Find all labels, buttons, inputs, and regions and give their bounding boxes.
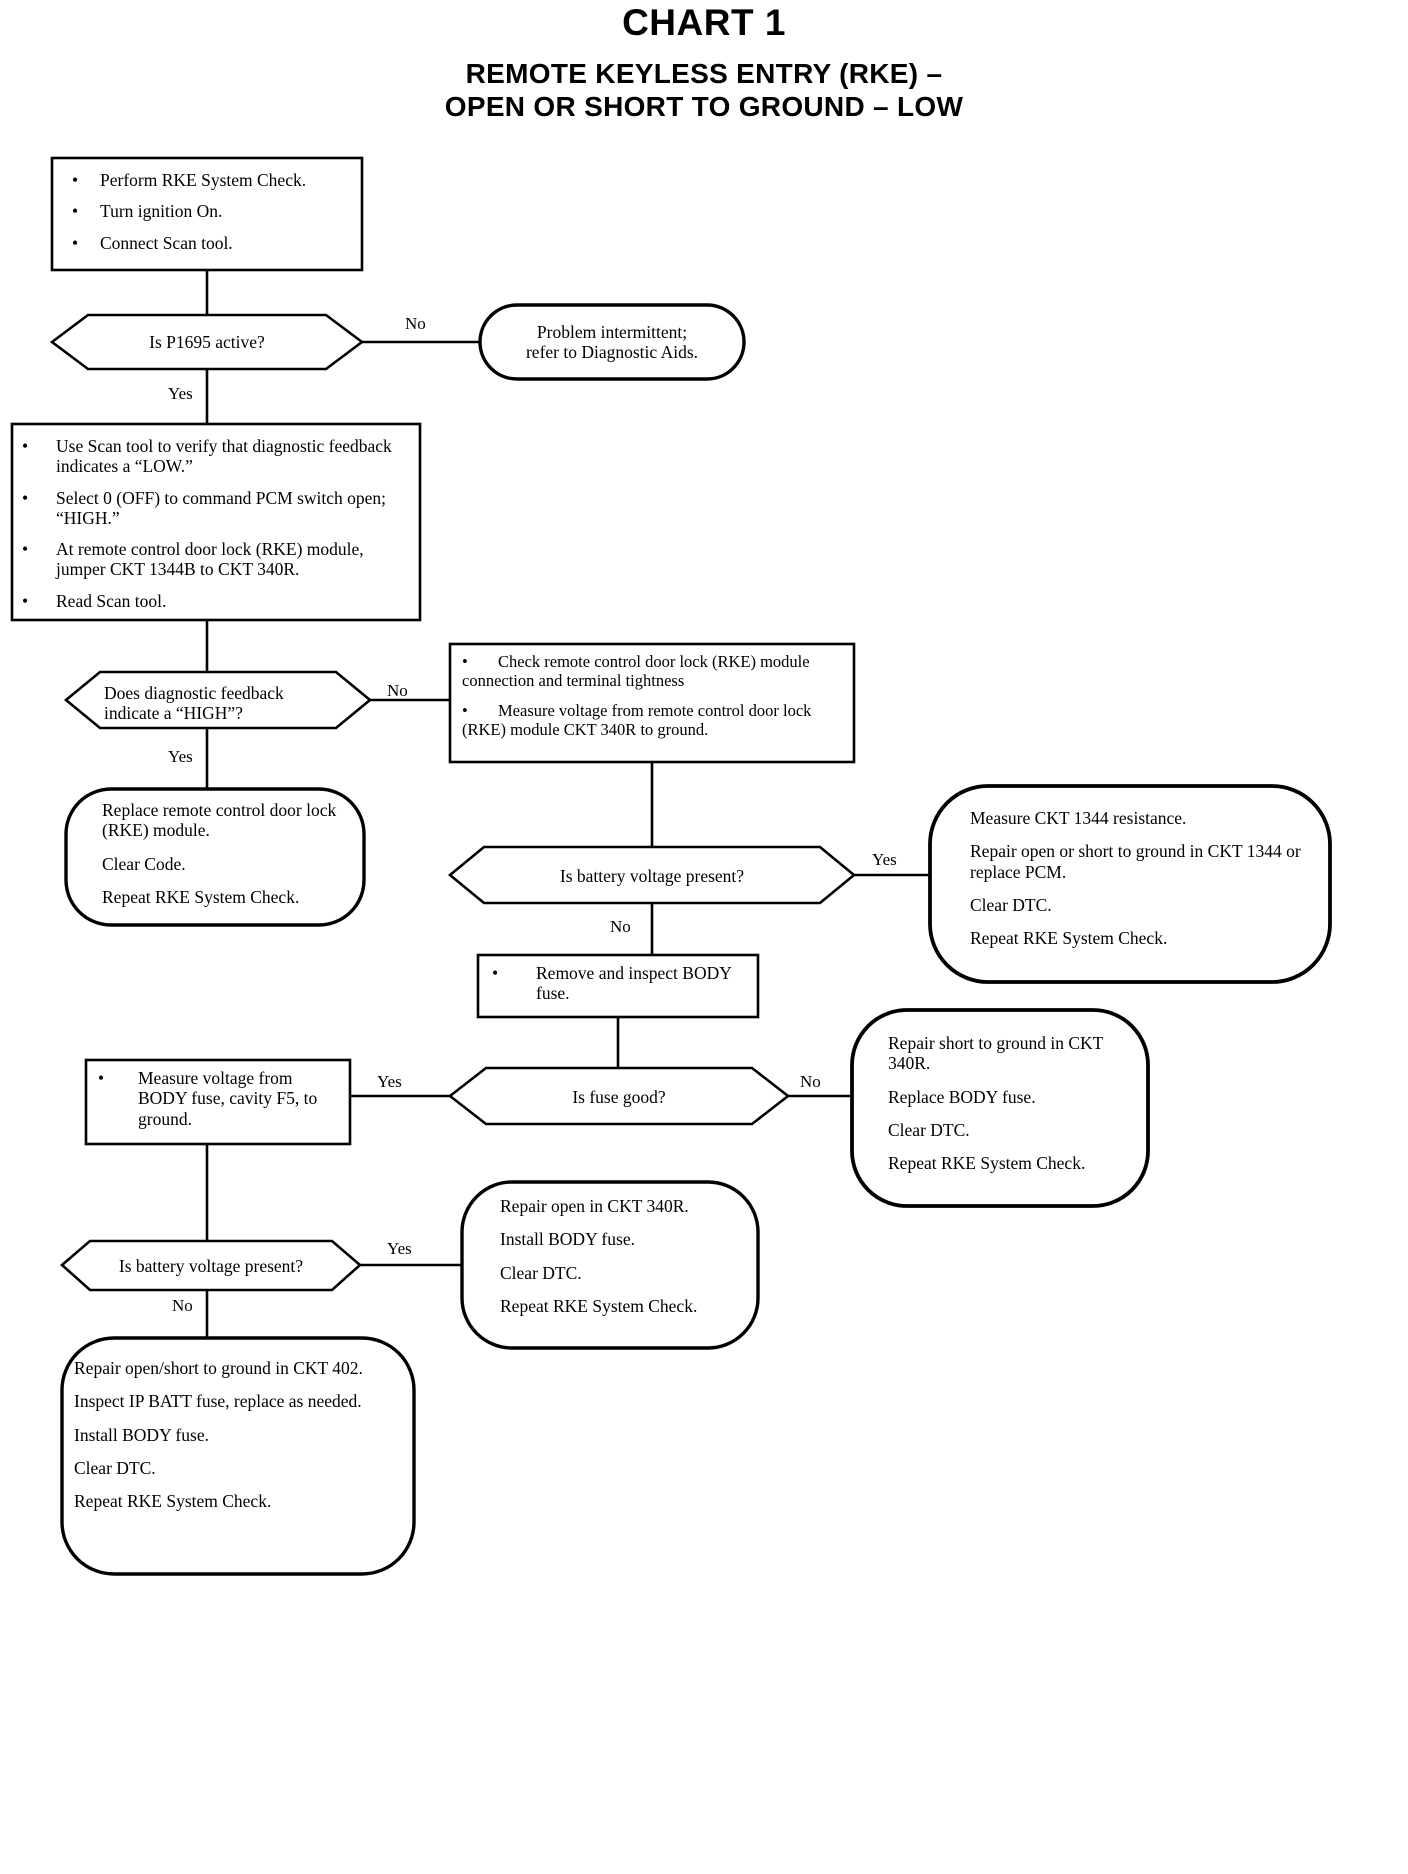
remove-fuse-bullet-0: Remove and inspect BODY fuse. xyxy=(536,963,732,1004)
feedback-line-1: indicate a “HIGH”? xyxy=(104,703,243,724)
repair-402-line-4: Repeat RKE System Check. xyxy=(74,1491,272,1512)
page-subtitle-1: REMOTE KEYLESS ENTRY (RKE) – xyxy=(465,58,943,89)
start-bullet-list: • Perform RKE System Check. • Turn ignit… xyxy=(72,170,356,253)
feedback-line-0: Does diagnostic feedback xyxy=(104,683,284,703)
scan-bullet-0: Use Scan tool to verify that diagnostic … xyxy=(56,436,392,477)
scan-bullet-1: Select 0 (OFF) to command PCM switch ope… xyxy=(56,487,387,528)
repair-402-line-2: Install BODY fuse. xyxy=(74,1424,209,1445)
node-batt-volt-1: Is battery voltage present? xyxy=(559,866,745,886)
start-bullet-0: Perform RKE System Check. xyxy=(100,170,307,190)
replace-module-line-1: Clear Code. xyxy=(102,853,186,874)
node-shape-repair-340r xyxy=(850,1008,1150,1208)
node-scan-steps: • Use Scan tool to verify that diagnosti… xyxy=(22,436,414,611)
node-repair-open-340r: Repair open in CKT 340R. Install BODY fu… xyxy=(500,1196,748,1316)
node-measure-1344: Measure CKT 1344 resistance. Repair open… xyxy=(970,808,1302,948)
repair-402-line-3: Clear DTC. xyxy=(74,1457,156,1478)
edge-label-batt1-no: No xyxy=(610,917,631,936)
measure-1344-line-1: Repair open or short to ground in CKT 13… xyxy=(970,841,1301,882)
node-shape-measure-1344 xyxy=(928,784,1332,984)
check-module-bullet-0: Check remote control door lock (RKE) mod… xyxy=(462,652,810,691)
node-shape-repair-open-340r xyxy=(460,1180,760,1350)
intermittent-line-0: Problem intermittent; xyxy=(536,322,688,342)
measure-f5-bullet-0: Measure voltage from BODY fuse, cavity F… xyxy=(138,1068,318,1129)
node-check-module: • Check remote control door lock (RKE) m… xyxy=(462,652,844,740)
start-bullet-1: Turn ignition On. xyxy=(100,201,223,222)
list-item: • Turn ignition On. xyxy=(72,201,356,221)
replace-module-line-2: Repeat RKE System Check. xyxy=(102,886,300,907)
repair-340r-line-3: Repeat RKE System Check. xyxy=(888,1153,1086,1174)
list-item: • Connect Scan tool. xyxy=(72,233,356,253)
repair-open-340r-line-0: Repair open in CKT 340R. xyxy=(500,1196,689,1216)
bullet-icon: • xyxy=(72,201,79,222)
edge-label-batt2-yes: Yes xyxy=(387,1239,412,1258)
node-start: • Perform RKE System Check. • Turn ignit… xyxy=(72,170,356,253)
edge-label-fusegood-no: No xyxy=(800,1072,821,1091)
bullet-icon: • xyxy=(22,539,29,560)
list-item: • Measure voltage from remote control do… xyxy=(462,701,844,739)
bullet-icon: • xyxy=(98,1068,105,1088)
edge-label-fusegood-yes: Yes xyxy=(377,1072,402,1091)
node-remove-fuse: • Remove and inspect BODY fuse. xyxy=(492,963,748,1004)
node-intermittent: Problem intermittent; refer to Diagnosti… xyxy=(486,322,738,363)
node-repair-340r: Repair short to ground in CKT 340R. Repl… xyxy=(888,1033,1136,1173)
node-feedback-high: Does diagnostic feedback indicate a “HIG… xyxy=(104,683,344,724)
edge-label-p1695-no: No xyxy=(405,314,426,333)
check-module-bullet-list: • Check remote control door lock (RKE) m… xyxy=(462,652,844,740)
repair-340r-line-2: Clear DTC. xyxy=(888,1119,970,1140)
list-item: • Read Scan tool. xyxy=(22,591,414,611)
measure-1344-line-0: Measure CKT 1344 resistance. xyxy=(970,808,1187,828)
scan-bullet-2: At remote control door lock (RKE) module… xyxy=(56,539,364,580)
repair-340r-line-0: Repair short to ground in CKT 340R. xyxy=(888,1033,1104,1074)
scan-bullet-list: • Use Scan tool to verify that diagnosti… xyxy=(22,436,414,611)
node-shape-repair-402 xyxy=(60,1336,416,1576)
repair-open-340r-line-2: Clear DTC. xyxy=(500,1262,582,1283)
edge-label-batt1-yes: Yes xyxy=(872,850,897,869)
replace-module-line-0: Replace remote control door lock (RKE) m… xyxy=(102,800,337,841)
repair-open-340r-line-1: Install BODY fuse. xyxy=(500,1229,635,1250)
bullet-icon: • xyxy=(462,652,468,671)
list-item: • Select 0 (OFF) to command PCM switch o… xyxy=(22,488,414,529)
edge-label-p1695-yes: Yes xyxy=(168,384,193,403)
list-item: • Check remote control door lock (RKE) m… xyxy=(462,652,844,690)
check-module-bullet-1: Measure voltage from remote control door… xyxy=(462,701,812,740)
intermittent-line-1: refer to Diagnostic Aids. xyxy=(525,342,699,363)
node-repair-402: Repair open/short to ground in CKT 402. … xyxy=(74,1358,374,1511)
node-p1695-label: Is P1695 active? xyxy=(149,332,265,352)
node-shape-scan-steps xyxy=(10,422,422,622)
bullet-icon: • xyxy=(72,232,79,253)
remove-fuse-bullet-list: • Remove and inspect BODY fuse. xyxy=(492,963,748,1004)
repair-340r-line-1: Replace BODY fuse. xyxy=(888,1086,1036,1107)
list-item: • Use Scan tool to verify that diagnosti… xyxy=(22,436,414,477)
node-shape-replace-module xyxy=(64,787,366,927)
page-title: CHART 1 xyxy=(622,2,786,43)
repair-open-340r-line-3: Repeat RKE System Check. xyxy=(500,1295,698,1316)
bullet-icon: • xyxy=(492,963,499,983)
list-item: • Measure voltage from BODY fuse, cavity… xyxy=(98,1068,342,1129)
node-batt-volt-2: Is battery voltage present? xyxy=(118,1256,304,1276)
list-item: • Remove and inspect BODY fuse. xyxy=(492,963,748,1004)
page-subtitle-2: OPEN OR SHORT TO GROUND – LOW xyxy=(444,91,964,122)
list-item: • At remote control door lock (RKE) modu… xyxy=(22,539,414,580)
bullet-icon: • xyxy=(22,590,29,611)
bullet-icon: • xyxy=(72,170,79,190)
bullet-icon: • xyxy=(22,436,29,456)
node-shape-intermittent xyxy=(478,303,746,381)
node-measure-f5: • Measure voltage from BODY fuse, cavity… xyxy=(98,1068,342,1129)
edge-label-batt2-no: No xyxy=(172,1296,193,1315)
node-fuse-good: Is fuse good? xyxy=(572,1087,666,1107)
edge-label-feedback-no: No xyxy=(387,681,408,700)
node-shape-measure-f5 xyxy=(84,1058,352,1146)
measure-1344-line-2: Clear DTC. xyxy=(970,894,1052,915)
repair-402-line-1: Inspect IP BATT fuse, replace as needed. xyxy=(74,1391,362,1412)
bullet-icon: • xyxy=(462,701,468,721)
node-replace-module: Replace remote control door lock (RKE) m… xyxy=(102,800,352,907)
measure-f5-bullet-list: • Measure voltage from BODY fuse, cavity… xyxy=(98,1068,342,1129)
edge-label-feedback-yes: Yes xyxy=(168,747,193,766)
scan-bullet-3: Read Scan tool. xyxy=(56,590,167,611)
bullet-icon: • xyxy=(22,487,29,508)
list-item: • Perform RKE System Check. xyxy=(72,170,356,190)
repair-402-line-0: Repair open/short to ground in CKT 402. xyxy=(74,1358,363,1378)
measure-1344-line-3: Repeat RKE System Check. xyxy=(970,928,1168,949)
start-bullet-2: Connect Scan tool. xyxy=(100,232,233,253)
